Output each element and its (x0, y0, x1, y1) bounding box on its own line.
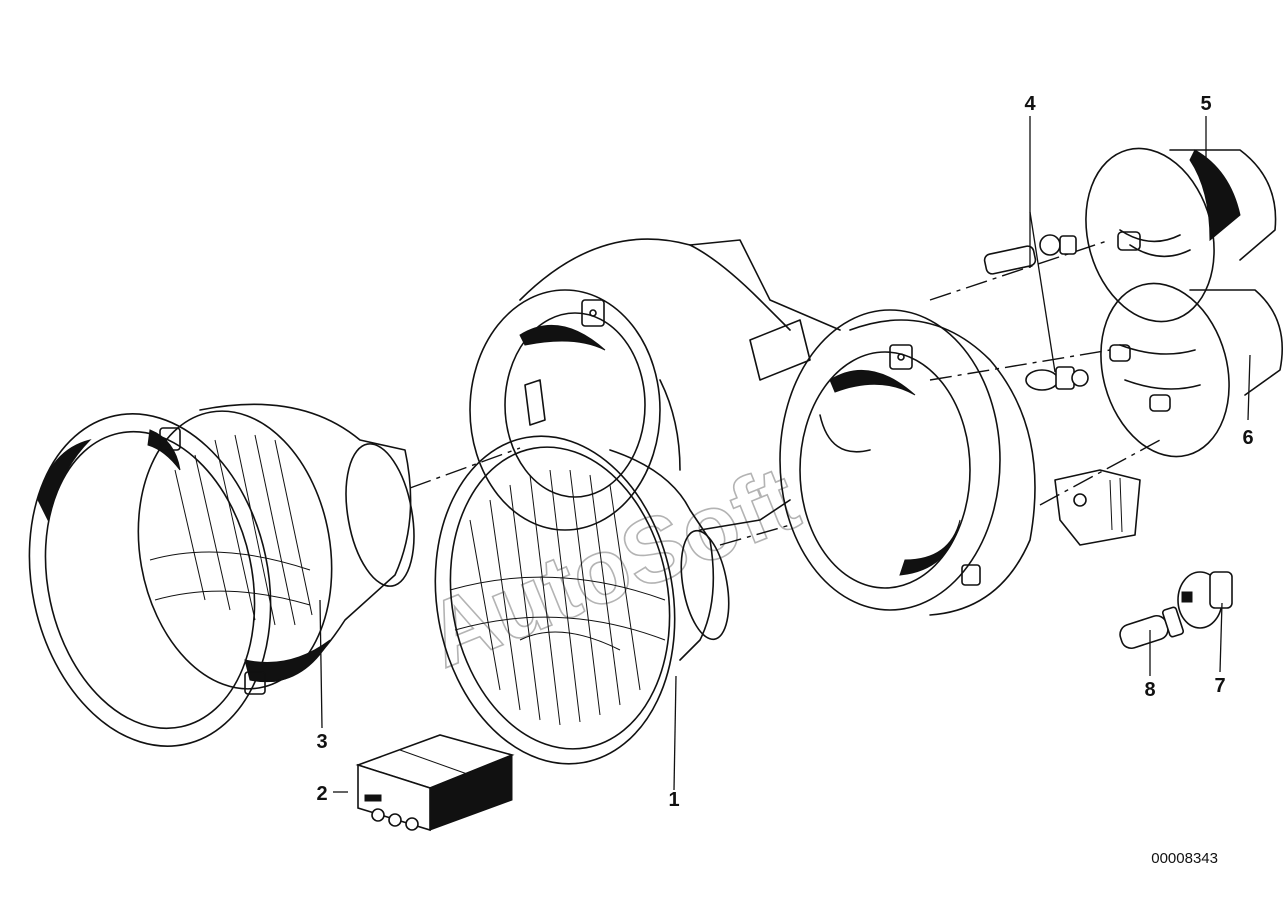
callout-3: 3 (316, 731, 327, 753)
parking-bulb-and-holder (1119, 571, 1233, 650)
callout-1: 1 (668, 789, 679, 811)
callout-4: 4 (1024, 93, 1036, 115)
callout-6: 6 (1242, 427, 1253, 449)
drawing-number: 00008343 (1151, 850, 1218, 867)
bulb-socket-lower (1100, 282, 1283, 458)
callout-leaders (319, 116, 1251, 793)
callout-8: 8 (1144, 679, 1155, 701)
callout-7: 7 (1214, 675, 1225, 697)
callout-5: 5 (1200, 93, 1211, 115)
headlight-rim-and-reflector (28, 403, 415, 747)
bulb-kit-box (355, 734, 515, 832)
headlight-housing (469, 238, 1141, 616)
sealed-beam-headlight (434, 435, 730, 765)
headlight-bulbs (983, 234, 1089, 391)
assembly-axis-lines (409, 239, 1161, 546)
bulb-socket-upper (1085, 147, 1277, 323)
callout-2: 2 (316, 783, 327, 805)
